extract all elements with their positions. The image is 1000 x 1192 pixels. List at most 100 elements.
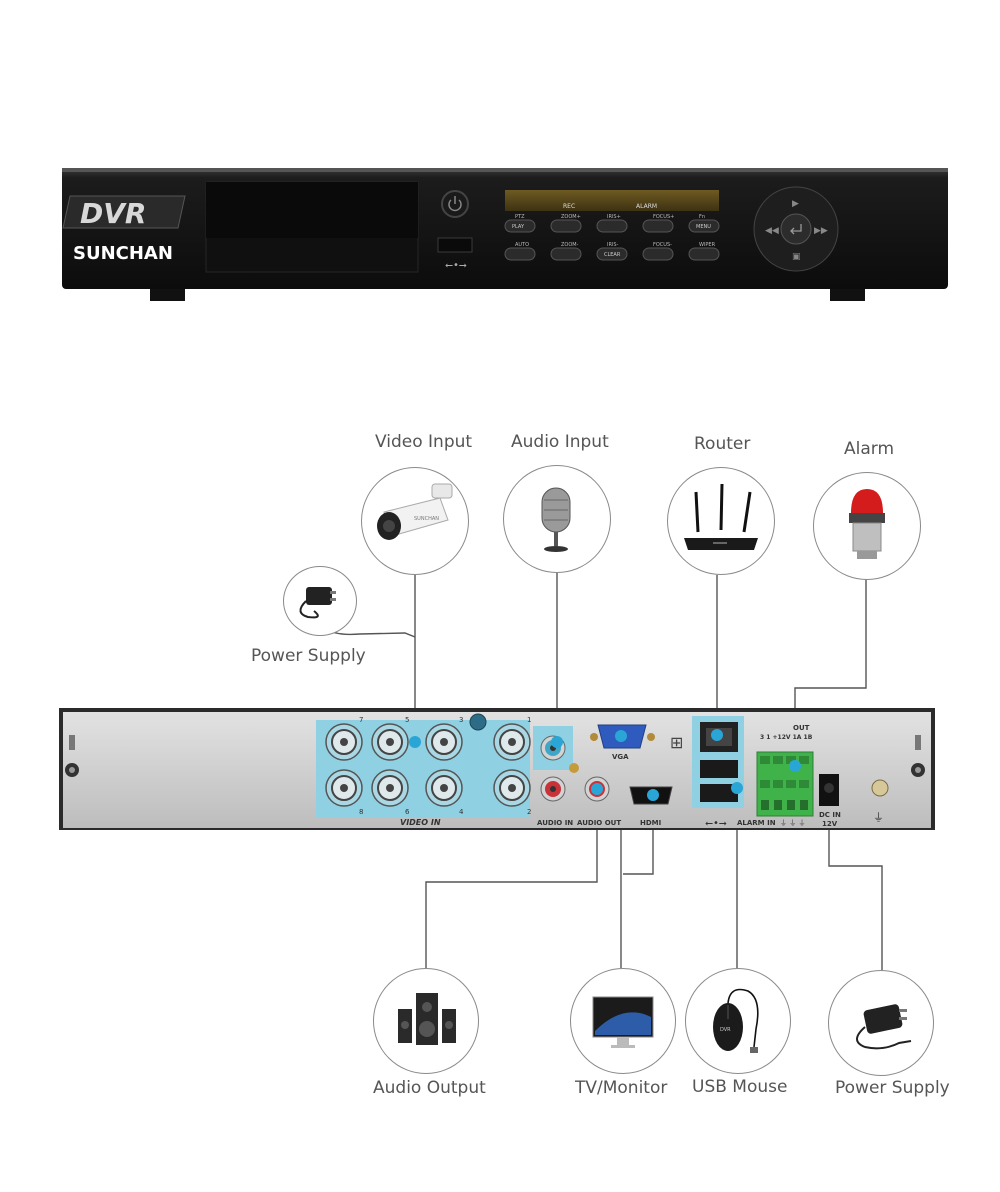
front-button-caption-top-1: ZOOM+: [561, 214, 581, 220]
terminal-screw[interactable]: [760, 756, 770, 764]
bnc-video-in-0-2[interactable]: [425, 723, 463, 761]
terminal-slot: [774, 800, 782, 810]
terminal-screw[interactable]: [786, 780, 796, 788]
usb-icon: ⭠•⭢: [445, 260, 467, 271]
front-button-top-0[interactable]: [504, 219, 536, 233]
svg-text:▶: ▶: [792, 199, 799, 209]
front-button-bottom-3[interactable]: [642, 247, 674, 261]
dvr-front-panel: DVR SUNCHAN ⭠•⭢ REC ALARM PTZPLAYZOOM+IR…: [62, 168, 948, 301]
bnc-number: 1: [527, 716, 531, 724]
terminal-screw[interactable]: [799, 780, 809, 788]
audio-in-jack-2[interactable]: [540, 776, 566, 802]
brand-name: SUNCHAN: [73, 243, 173, 264]
alarm-in-label: ALARM IN: [737, 819, 776, 827]
enter-button[interactable]: [780, 213, 812, 245]
hdmi-label: HDMI: [640, 819, 661, 827]
alarm-circle: [813, 472, 921, 580]
front-button-top-3[interactable]: [642, 219, 674, 233]
camera-circle: SUNCHAN: [361, 467, 469, 575]
front-button-bottom-0[interactable]: [504, 247, 536, 261]
front-button-face-top-4: MENU: [696, 224, 711, 230]
bnc-video-in-0-0[interactable]: [325, 723, 363, 761]
terminal-slot: [761, 800, 769, 810]
bnc-number: 5: [405, 716, 409, 724]
front-button-top-1[interactable]: [550, 219, 582, 233]
power-supply-top-circle: [283, 566, 357, 636]
bnc-video-in-0-1[interactable]: [371, 723, 409, 761]
microphone-circle: [503, 465, 611, 573]
alarm-label: Alarm: [844, 439, 895, 459]
bnc-number: 3: [459, 716, 463, 724]
front-button-face-bottom-2: CLEAR: [604, 252, 621, 258]
usb-mouse-label: USB Mouse: [692, 1077, 788, 1097]
terminal-screw[interactable]: [773, 780, 783, 788]
dvr-logo: DVR: [80, 197, 146, 230]
usb-port-1[interactable]: [700, 760, 738, 778]
bnc-video-in-1-3[interactable]: [493, 769, 531, 807]
front-button-top-2[interactable]: [596, 219, 628, 233]
audio-output-label: Audio Output: [373, 1078, 486, 1098]
front-usb-port[interactable]: [437, 237, 473, 253]
svg-text:▣: ▣: [792, 252, 801, 262]
bnc-video-in-0-3[interactable]: [493, 723, 531, 761]
terminal-screw[interactable]: [773, 756, 783, 764]
front-button-caption-bottom-3: FOCUS-: [653, 242, 672, 248]
bnc-number: 7: [359, 716, 363, 724]
usb-port-2[interactable]: [700, 784, 738, 802]
front-button-face-top-0: PLAY: [512, 224, 525, 230]
front-display: [505, 190, 719, 211]
front-button-top-4[interactable]: [688, 219, 720, 233]
svg-text:SUNCHAN: SUNCHAN: [414, 516, 439, 522]
rear-markers: [409, 729, 801, 801]
terminal-slot: [787, 800, 795, 810]
microphone-icon: [541, 487, 571, 552]
bnc-video-in-1-2[interactable]: [425, 769, 463, 807]
front-button-caption-top-3: FOCUS+: [653, 214, 674, 220]
power-supply-top-label: Power Supply: [251, 646, 366, 666]
power-supply-bottom-label: Power Supply: [835, 1078, 950, 1098]
router-label: Router: [694, 434, 751, 454]
front-button-caption-top-4: Fn: [699, 214, 705, 220]
router-icon: [684, 483, 758, 550]
svg-text:◀◀: ◀◀: [765, 226, 779, 236]
camera-icon: SUNCHAN: [377, 483, 453, 540]
terminal-screw[interactable]: [760, 780, 770, 788]
front-button-caption-top-0: PTZ: [515, 214, 525, 220]
bnc-video-in-1-0[interactable]: [325, 769, 363, 807]
out-label: OUT: [793, 724, 810, 732]
power-adapter-icon: [299, 587, 336, 619]
bnc-video-in-1-1[interactable]: [371, 769, 409, 807]
speakers-icon: [398, 993, 456, 1045]
audio-input-label: Audio Input: [511, 432, 609, 452]
dc-volt-label: 12V: [822, 820, 838, 828]
bnc-number: 4: [459, 808, 464, 816]
monitor-icon: [592, 996, 654, 1048]
svg-text:⏚ ⏚ ⏚: ⏚ ⏚ ⏚: [780, 819, 805, 827]
front-button-bottom-1[interactable]: [550, 247, 582, 261]
svg-text:▶▶: ▶▶: [814, 226, 828, 236]
display-rec: REC: [563, 203, 575, 210]
video-in-label: VIDEO IN: [400, 818, 441, 827]
router-circle: [667, 467, 775, 575]
front-button-bottom-2[interactable]: [596, 247, 628, 261]
ground-icon: ⏚: [873, 811, 884, 824]
network-icon: ⊞: [670, 733, 683, 752]
front-button-caption-top-2: IRIS+: [607, 214, 621, 220]
bnc-number: 6: [405, 808, 410, 816]
power-supply-bottom-circle: [828, 970, 934, 1076]
usb-symbol-icon: ⭠•⭢: [705, 818, 727, 829]
mouse-icon: DVR: [713, 988, 759, 1053]
front-button-caption-bottom-1: ZOOM-: [561, 242, 579, 248]
audio-in-label: AUDIO IN: [537, 819, 573, 827]
dc-in-label: DC IN: [819, 811, 841, 819]
ground-screw[interactable]: [871, 779, 889, 797]
vga-label: VGA: [612, 753, 629, 761]
terminal-screw[interactable]: [786, 756, 796, 764]
alarm-light-icon: [849, 489, 885, 559]
front-button-bottom-4[interactable]: [688, 247, 720, 261]
svg-text:DVR: DVR: [720, 1027, 731, 1033]
terminal-screw[interactable]: [799, 756, 809, 764]
front-button-caption-bottom-0: AUTO: [515, 242, 529, 248]
audio-out-label: AUDIO OUT: [577, 819, 621, 827]
